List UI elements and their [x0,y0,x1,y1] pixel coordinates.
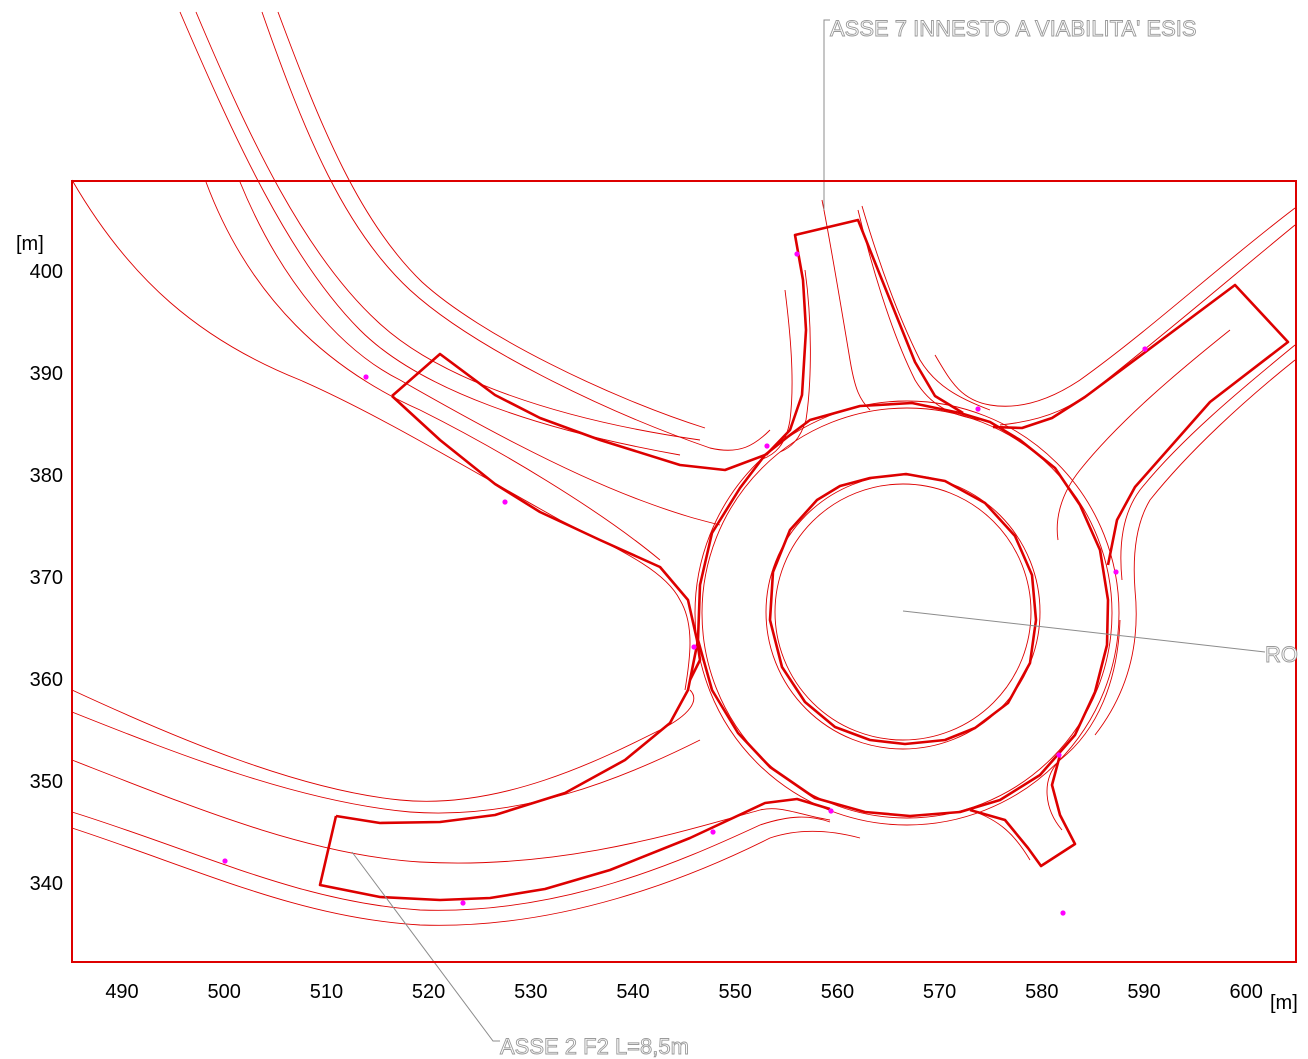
survey-point [764,443,770,449]
y-tick-label: 390 [30,363,63,385]
survey-points [222,251,1148,916]
road-outlines [318,218,1290,902]
ring-outer-outline [696,401,1110,818]
survey-point [222,858,228,864]
n-arm-outline [765,218,964,456]
survey-point [975,406,981,412]
se-arm-outline [969,754,1077,868]
ne-edge-1 [934,207,1296,407]
survey-point [363,374,369,380]
nw-edge-4 [277,11,706,429]
nw-edge-3 [261,11,771,451]
ne-edge-2 [999,224,1296,426]
sw-edge-1 [71,689,695,802]
ring-thin-inner-1 [765,474,1041,750]
plot-frame [71,180,1297,963]
survey-point [460,900,466,906]
survey-point [794,251,800,257]
survey-point [828,808,834,814]
nw-edge-7 [205,181,661,561]
y-tick-labels: 400 390 380 370 360 350 340 [30,261,63,895]
nw-edge-2 [195,11,701,441]
nw-edge-6 [239,181,721,526]
ring-thin-inner-2 [774,483,1032,741]
ring-thin-middle [701,407,1113,819]
x-tick-label: 500 [208,981,241,1003]
n-edge-5 [861,205,991,411]
x-tick-label: 530 [514,981,547,1003]
y-tick-label: 400 [30,261,63,283]
sw-arm-outline [318,639,831,902]
ring-inner-outline [768,472,1038,746]
x-tick-label: 540 [616,981,649,1003]
leader-lines [351,19,1266,1042]
survey-point [502,499,508,505]
x-tick-label: 550 [719,981,752,1003]
y-tick-label: 360 [30,669,63,691]
ne-edge-5 [1056,329,1231,541]
asse7-label: ASSE 7 INNESTO A VIABILITA' ESIS [830,16,1197,41]
asse7-leader [823,19,830,210]
x-tick-label: 590 [1127,981,1160,1003]
x-tick-label: 580 [1025,981,1058,1003]
y-unit-label: [m] [16,233,44,255]
n-edge-2 [779,269,811,453]
asse2-leader [351,851,500,1042]
n-edge-1 [759,289,793,461]
x-unit-label: [m] [1270,992,1298,1014]
nw-arm-outline [391,352,766,681]
x-tick-label: 510 [310,981,343,1003]
x-tick-label: 490 [105,981,138,1003]
y-tick-label: 380 [30,465,63,487]
y-tick-label: 340 [30,873,63,895]
survey-point [1113,569,1119,575]
ro-leader [902,610,1266,653]
survey-point [1142,346,1148,352]
survey-point [1056,752,1062,758]
survey-point [1060,910,1066,916]
nw-edge-1 [179,11,681,456]
ne-arm-outline [992,283,1290,566]
x-tick-label: 520 [412,981,445,1003]
survey-point [691,644,697,650]
ne-edge-4 [1094,359,1296,736]
x-tick-labels: 490 500 510 520 530 540 550 560 570 580 590 600 [105,981,1263,1003]
sw-edge-5 [71,827,861,926]
road-edge-lines [71,11,1296,926]
ring-thin-outer [694,400,1120,826]
nw-edge-5 [71,179,691,691]
y-tick-label: 370 [30,567,63,589]
asse2-label: ASSE 2 F2 L=8,5m [500,1034,689,1059]
n-edge-4 [857,209,981,421]
ro-label: RO [1265,642,1298,667]
ne-edge-3 [1120,344,1296,581]
x-tick-label: 570 [923,981,956,1003]
se-edge-1 [1046,619,1121,831]
survey-point [710,829,716,835]
sw-edge-4 [71,811,831,911]
sw-edge-2 [71,711,701,814]
sw-edge-3 [71,759,831,864]
n-edge-3 [821,199,871,411]
y-tick-label: 350 [30,771,63,793]
x-tick-label: 600 [1230,981,1263,1003]
x-tick-label: 560 [821,981,854,1003]
